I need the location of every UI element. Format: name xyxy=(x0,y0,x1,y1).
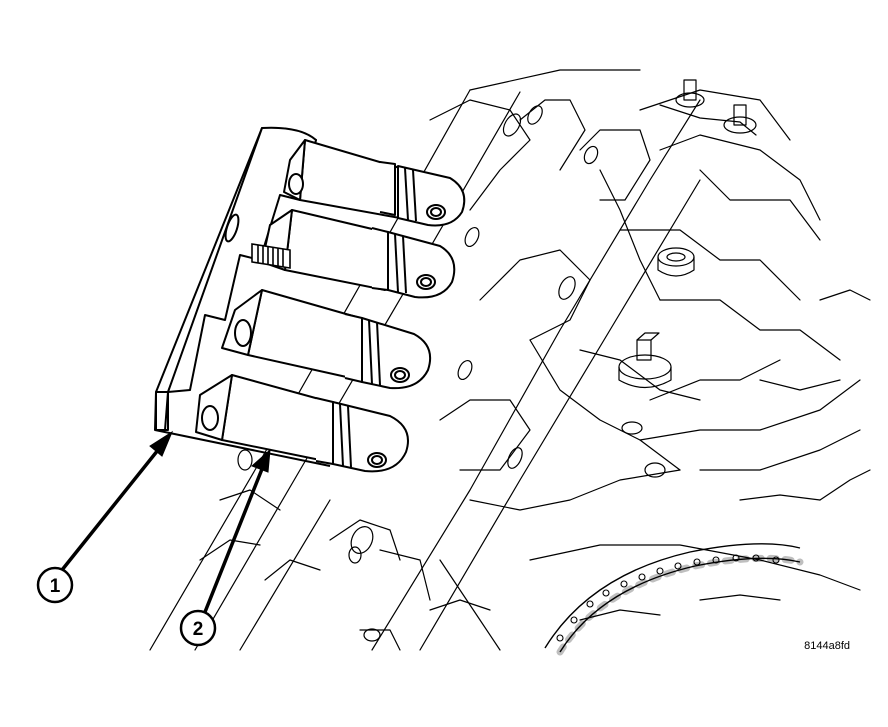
guide-base-edge xyxy=(154,391,331,467)
arrowhead-2 xyxy=(251,448,271,473)
threaded-stud xyxy=(251,243,291,269)
callout-2: 2 xyxy=(179,609,217,647)
callout-circle-1 xyxy=(36,566,74,604)
roller-lifter xyxy=(261,209,456,299)
leader-line-2 xyxy=(203,462,266,614)
leader-line-1 xyxy=(60,443,164,572)
roller-lifter xyxy=(283,139,466,227)
engine-block-background xyxy=(149,69,871,651)
timing-chain xyxy=(544,543,804,656)
leader-arrows xyxy=(60,430,271,614)
roller-lifter xyxy=(195,374,409,473)
callout-1: 1 xyxy=(36,566,74,604)
callout-label-1: 1 xyxy=(50,576,61,597)
callout-circle-2 xyxy=(179,609,217,647)
roller-lifter xyxy=(221,289,432,390)
arrowhead-1 xyxy=(149,430,174,457)
callout-label-2: 2 xyxy=(193,619,204,640)
figure-code: 8144a8fd xyxy=(804,640,850,652)
